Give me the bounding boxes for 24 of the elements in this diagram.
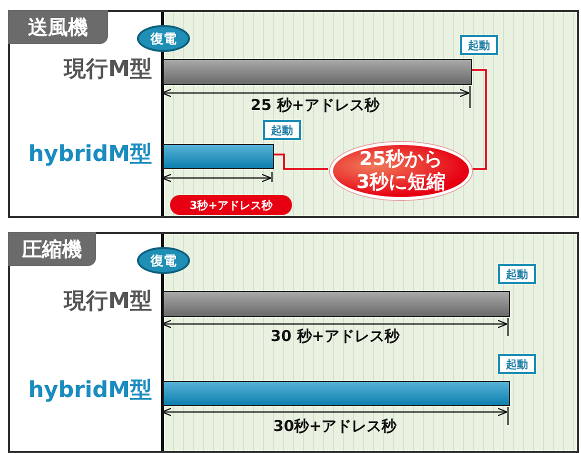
row-label: 現行M型 — [62, 288, 152, 316]
status-ellipse: 復電 — [137, 247, 190, 274]
row-label: hybridM型 — [27, 141, 152, 169]
connector-line — [470, 69, 487, 170]
panel-title: 送風機 — [8, 10, 108, 44]
callout-tag: 起動 — [498, 354, 536, 374]
duration-label: 25 秒+アドレス秒 — [250, 95, 381, 115]
timeline-bar — [163, 381, 510, 406]
timeline-bar — [163, 291, 510, 317]
callout-tag: 起動 — [460, 35, 498, 55]
panel — [8, 232, 579, 453]
status-ellipse: 復電 — [137, 25, 190, 52]
duration-label: 30秒+アドレス秒 — [272, 416, 398, 436]
panel — [8, 10, 579, 218]
timeline-bar — [163, 59, 472, 85]
connector-line — [272, 154, 328, 170]
callout-tag: 起動 — [498, 264, 536, 284]
row-label: hybridM型 — [27, 377, 152, 405]
row-label: 現行M型 — [62, 56, 152, 84]
callout-tag: 起動 — [263, 120, 301, 140]
timeline-bar — [163, 144, 274, 169]
panel-title: 圧縮機 — [8, 232, 96, 266]
duration-label: 30 秒+アドレス秒 — [270, 326, 401, 346]
duration-badge: 3秒+アドレス秒 — [170, 195, 292, 215]
